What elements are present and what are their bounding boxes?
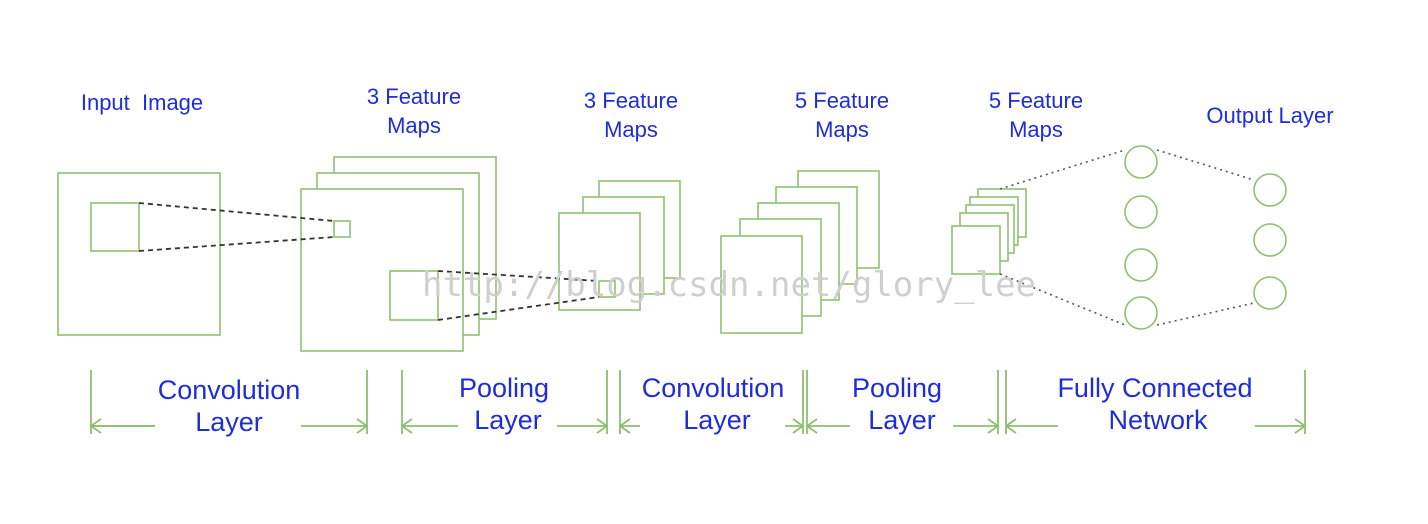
- feature-map-4a: [951, 225, 1001, 275]
- fc-line-maps-to-hidden-top: [999, 149, 1126, 190]
- input-image-label: Input Image: [81, 90, 203, 115]
- conv1-projection-top: [138, 202, 335, 222]
- conv1-section-label-line1: Convolution: [158, 375, 301, 405]
- maps1-label-line1: 3 Feature: [367, 84, 461, 109]
- pool2-section-label-line1: Pooling: [852, 373, 942, 403]
- maps3-label-line1: 5 Feature: [795, 88, 889, 113]
- pool2-section-label-line2: Layer: [868, 405, 936, 435]
- input-receptive-field: [90, 202, 140, 252]
- pool1-arrowhead-right: [557, 418, 609, 434]
- input-image-square: [57, 172, 221, 336]
- conv1-arrowhead-right: [301, 418, 369, 434]
- fc-section-label-line1: Fully Connected: [1057, 373, 1252, 403]
- maps1-label-line2: Maps: [387, 113, 441, 138]
- fc-arrowhead-left: [1004, 418, 1058, 434]
- pool2-arrowhead-right: [953, 418, 1000, 434]
- output-neuron-1: [1253, 173, 1287, 207]
- pool1-projection-bottom: [437, 296, 600, 321]
- section-brackets: [89, 370, 1307, 434]
- hidden-neuron-2: [1124, 195, 1158, 229]
- feature-map-2a: [558, 212, 641, 311]
- watermark-text: http://blog.csdn.net/glory_lee: [422, 265, 1036, 305]
- conv1-output-unit: [333, 220, 351, 238]
- pool1-receptive-field: [389, 270, 439, 321]
- hidden-neuron-3: [1124, 248, 1158, 282]
- conv2-arrowhead-right: [785, 418, 805, 434]
- fc-section-label-line2: Network: [1108, 405, 1208, 435]
- shapes-group: [57, 145, 1287, 352]
- conv1-arrowhead-left: [89, 418, 155, 434]
- pool1-arrowhead-left: [400, 418, 458, 434]
- maps4-label-line1: 5 Feature: [989, 88, 1083, 113]
- fc-arrowhead-right: [1255, 418, 1307, 434]
- feature-map-3a: [720, 235, 803, 334]
- conv2-section-label-line1: Convolution: [642, 373, 785, 403]
- conv2-section-label-line2: Layer: [683, 405, 751, 435]
- hidden-neuron-4: [1124, 296, 1158, 330]
- maps3-label-line2: Maps: [815, 117, 869, 142]
- conv1-section-label-line2: Layer: [195, 407, 263, 437]
- conv2-arrowhead-left: [618, 418, 640, 434]
- fc-connection-lines: [999, 149, 1255, 326]
- maps2-label-line1: 3 Feature: [584, 88, 678, 113]
- fc-line-hidden-to-output-top: [1156, 149, 1255, 181]
- projection-lines: [138, 202, 600, 321]
- output-neuron-2: [1253, 223, 1287, 257]
- maps2-label-line2: Maps: [604, 117, 658, 142]
- conv1-projection-bottom: [138, 236, 335, 252]
- output-neuron-3: [1253, 276, 1287, 310]
- hidden-neuron-1: [1124, 145, 1158, 179]
- fc-line-hidden-to-output-bottom: [1156, 302, 1255, 326]
- output-layer-label: Output Layer: [1206, 103, 1333, 128]
- pool1-section-label-line1: Pooling: [459, 373, 549, 403]
- pool1-section-label-line2: Layer: [474, 405, 542, 435]
- pool2-arrowhead-left: [805, 418, 850, 434]
- feature-map-1a: [300, 188, 464, 352]
- pool1-output-unit: [598, 280, 616, 298]
- maps4-label-line2: Maps: [1009, 117, 1063, 142]
- fc-line-maps-to-hidden-bottom: [999, 273, 1126, 326]
